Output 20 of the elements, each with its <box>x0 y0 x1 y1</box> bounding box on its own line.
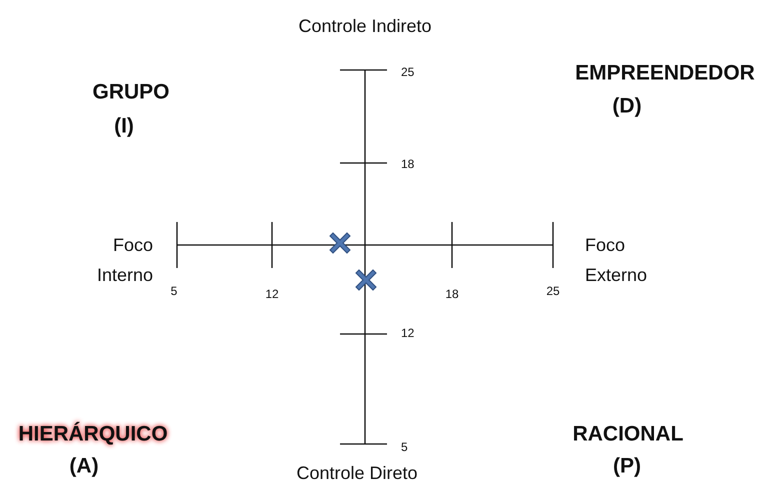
quadrant-label: (D) <box>612 93 642 119</box>
tick-label: 12 <box>401 326 414 340</box>
quadrant-label: (I) <box>114 113 134 139</box>
quadrant-label: RACIONAL <box>572 421 684 447</box>
quadrant-label: HIERÁRQUICO <box>18 421 168 447</box>
quadrant-label: (A) <box>69 453 99 479</box>
quadrant-label: (P) <box>613 453 641 479</box>
tick-label: 25 <box>401 64 414 80</box>
tick-label: 25 <box>546 284 560 298</box>
quadrant-label: GRUPO <box>92 79 170 105</box>
axis-title: Foco Interno <box>96 234 153 287</box>
axis-title: Controle Indireto <box>298 16 432 38</box>
tick-label: 5 <box>401 440 408 454</box>
quadrant-label: EMPREENDEDOR <box>575 60 755 86</box>
tick-label: 18 <box>401 156 414 172</box>
axis-title: Controle Direto <box>296 463 418 484</box>
tick-label: 12 <box>265 286 279 302</box>
tick-label: 5 <box>170 284 178 298</box>
tick-label: 18 <box>445 286 459 302</box>
axis-title: Foco Externo <box>585 234 648 287</box>
